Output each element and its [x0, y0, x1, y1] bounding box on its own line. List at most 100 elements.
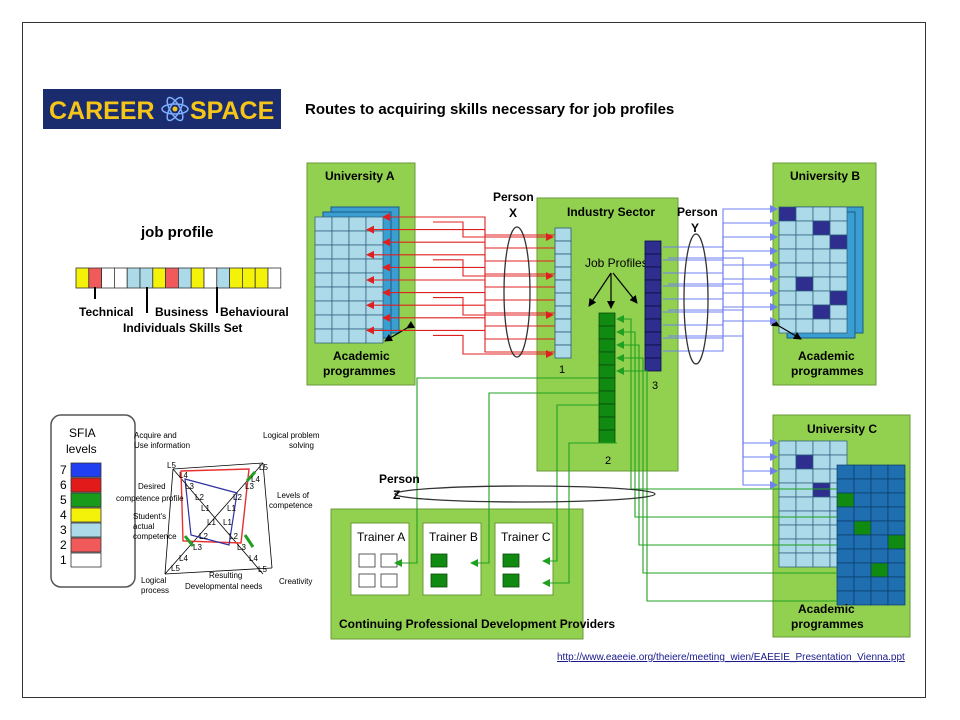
- grid-cell: [812, 468, 831, 484]
- svg-text:L1: L1: [227, 504, 236, 513]
- svg-text:L5: L5: [167, 461, 176, 470]
- grid-cell: [870, 520, 889, 536]
- route-arrow: [542, 404, 599, 565]
- grid-cell: [331, 216, 350, 232]
- svg-text:L4: L4: [249, 554, 258, 563]
- col-2-label: 2: [605, 455, 611, 467]
- grid-cell: [829, 276, 848, 292]
- page-title: Routes to acquiring skills necessary for…: [305, 101, 674, 118]
- svg-text:L5: L5: [171, 564, 180, 573]
- svg-text:Desired: Desired: [138, 482, 166, 491]
- route-arrow: [663, 219, 778, 261]
- route-arrow: [366, 301, 555, 327]
- grid-cell: [365, 216, 384, 232]
- trainer-cell: [502, 553, 520, 568]
- col-1-label: 1: [559, 364, 565, 376]
- grid-cell: [887, 492, 906, 508]
- cpd-title: Continuing Professional Development Prov…: [339, 617, 615, 631]
- grid-cell: [314, 300, 333, 316]
- skill-cell: [101, 267, 115, 289]
- grid-cell: [795, 234, 814, 250]
- grid-cell: [331, 314, 350, 330]
- person-x-marker: Person X: [493, 190, 534, 358]
- route-arrow: [470, 392, 599, 567]
- grid-cell: [795, 468, 814, 484]
- grid-cell: [365, 300, 384, 316]
- svg-text:competence: competence: [133, 532, 177, 541]
- grid-cell: [778, 482, 797, 498]
- cpd-routes: [394, 315, 837, 602]
- grid-cell: [314, 258, 333, 274]
- desired-profile-polygon: [180, 468, 250, 544]
- route-arrow: [616, 354, 837, 574]
- grid-cell: [795, 538, 814, 554]
- grid-cell: [829, 318, 848, 334]
- sfia-level-number: 7: [60, 463, 67, 477]
- svg-text:Creativity: Creativity: [279, 577, 312, 586]
- route-arrow: [616, 315, 837, 490]
- grid-cell: [853, 492, 872, 508]
- grid-cell: [795, 454, 814, 470]
- sfia-level-swatch: [70, 462, 102, 478]
- svg-text:L5: L5: [258, 565, 267, 574]
- route-arrow: [366, 326, 555, 353]
- grid-cell: [795, 496, 814, 512]
- grid-cell: [365, 314, 384, 330]
- grid-cell: [795, 552, 814, 568]
- route-arrow: [366, 250, 555, 275]
- grid-cell: [778, 510, 797, 526]
- grid-cell: [778, 290, 797, 306]
- svg-text:L2: L2: [195, 493, 204, 502]
- label-skills-set: Individuals Skills Set: [123, 321, 242, 335]
- svg-text:L3: L3: [245, 482, 254, 491]
- sfia-level-swatch: [70, 537, 102, 553]
- grid-cell: [348, 286, 367, 302]
- skill-cell: [152, 267, 167, 289]
- grid-cell: [853, 478, 872, 494]
- svg-text:Developmental needs: Developmental needs: [185, 582, 262, 591]
- skill-cell: [139, 267, 154, 289]
- grid-cell: [812, 290, 831, 306]
- grid-cell: [870, 464, 889, 480]
- grid-cell: [836, 548, 855, 564]
- grid-cell: [331, 286, 350, 302]
- grid-cell: [795, 206, 814, 222]
- grid-cell: [795, 248, 814, 264]
- svg-text:L2: L2: [229, 532, 238, 541]
- skill-cell: [88, 267, 103, 289]
- job-profile-cell: [644, 292, 662, 307]
- sfia-level-swatch: [70, 522, 102, 538]
- job-profile-cell: [598, 429, 616, 444]
- grid-cell: [365, 258, 384, 274]
- svg-text:Logical problem: Logical problem: [263, 431, 320, 440]
- grid-cell: [853, 562, 872, 578]
- grid-cell: [778, 496, 797, 512]
- uni-a-programmes-2: programmes: [323, 364, 396, 378]
- grid-cell: [812, 510, 831, 526]
- job-profile-cell: [644, 344, 662, 359]
- svg-text:L3: L3: [193, 543, 202, 552]
- route-arrow: [663, 233, 778, 274]
- uni-b-programmes-2: programmes: [791, 364, 864, 378]
- job-profile-cell: [554, 305, 572, 320]
- sfia-level-number: 4: [60, 508, 67, 522]
- grid-cell: [836, 534, 855, 550]
- sfia-level-number: 5: [60, 493, 67, 507]
- grid-cell: [853, 464, 872, 480]
- route-arrow: [433, 297, 554, 319]
- sfia-level-swatch: [70, 492, 102, 508]
- grid-cell: [836, 506, 855, 522]
- job-profile-cell: [644, 305, 662, 320]
- skill-cell: [126, 267, 141, 289]
- grid-cell: [778, 206, 797, 222]
- job-profile-cell: [644, 357, 662, 372]
- grid-cell: [870, 590, 889, 606]
- industry-sector-panel: Industry Sector Job Profiles 1 2 3: [536, 197, 679, 472]
- grid-cell: [812, 248, 831, 264]
- grid-cell: [853, 520, 872, 536]
- grid-cell: [795, 318, 814, 334]
- svg-text:Person: Person: [493, 190, 534, 204]
- source-link[interactable]: http://www.eaeeie.org/theiere/meeting_wi…: [557, 652, 905, 663]
- grid-cell: [365, 244, 384, 260]
- grid-cell: [795, 524, 814, 540]
